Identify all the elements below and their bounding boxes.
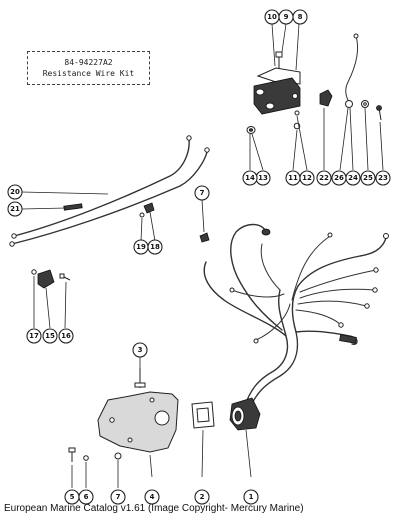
callout-10: 10 bbox=[264, 9, 280, 25]
leader-lines bbox=[21, 23, 384, 488]
callout-17: 17 bbox=[26, 328, 42, 344]
svg-text:22: 22 bbox=[319, 174, 329, 182]
svg-text:26: 26 bbox=[334, 174, 344, 182]
callout-19: 19 bbox=[133, 239, 149, 255]
callout-7-lower: 7 bbox=[110, 489, 126, 505]
svg-text:9: 9 bbox=[284, 13, 289, 21]
kit-part-number: 84-94227A2 bbox=[64, 58, 113, 67]
wiring-harness bbox=[203, 223, 389, 431]
callout-26: 26 bbox=[331, 170, 347, 186]
callout-23: 23 bbox=[375, 170, 391, 186]
svg-text:11: 11 bbox=[288, 174, 298, 182]
svg-text:2: 2 bbox=[200, 493, 205, 501]
svg-text:15: 15 bbox=[45, 332, 55, 340]
callout-15: 15 bbox=[42, 328, 58, 344]
svg-text:7: 7 bbox=[116, 493, 121, 501]
bracket-small-parts bbox=[31, 269, 71, 289]
solenoid-assembly bbox=[246, 51, 301, 134]
terminal-parts bbox=[319, 33, 382, 121]
svg-text:18: 18 bbox=[150, 243, 160, 251]
callout-12: 12 bbox=[299, 170, 315, 186]
svg-text:21: 21 bbox=[10, 205, 20, 213]
svg-text:5: 5 bbox=[70, 493, 75, 501]
svg-text:6: 6 bbox=[84, 493, 89, 501]
image-caption: European Marine Catalog v1.61 (Image Cop… bbox=[4, 503, 304, 514]
callout-25: 25 bbox=[360, 170, 376, 186]
callout-5: 5 bbox=[64, 489, 80, 505]
callout-6: 6 bbox=[78, 489, 94, 505]
svg-text:7: 7 bbox=[200, 189, 205, 197]
callout-1: 1 bbox=[243, 489, 259, 505]
svg-text:24: 24 bbox=[348, 174, 358, 182]
svg-text:13: 13 bbox=[258, 174, 268, 182]
callout-2: 2 bbox=[194, 489, 210, 505]
svg-text:20: 20 bbox=[10, 188, 20, 196]
callout-9: 9 bbox=[278, 9, 294, 25]
hardware-screws bbox=[68, 447, 122, 462]
svg-text:10: 10 bbox=[267, 13, 277, 21]
svg-text:17: 17 bbox=[29, 332, 39, 340]
clip-part bbox=[199, 232, 210, 243]
callout-13: 13 bbox=[255, 170, 271, 186]
svg-text:14: 14 bbox=[245, 174, 255, 182]
mounting-bracket bbox=[97, 368, 179, 453]
svg-text:1: 1 bbox=[249, 493, 254, 501]
callout-16: 16 bbox=[58, 328, 74, 344]
svg-text:8: 8 bbox=[298, 13, 303, 21]
callout-21: 21 bbox=[7, 201, 23, 217]
callout-8: 8 bbox=[292, 9, 308, 25]
svg-text:23: 23 bbox=[378, 174, 388, 182]
gasket bbox=[191, 401, 215, 429]
resistance-wire-kit-label: 84-94227A2 Resistance Wire Kit bbox=[27, 51, 150, 85]
callout-4: 4 bbox=[144, 489, 160, 505]
svg-text:16: 16 bbox=[61, 332, 71, 340]
callout-20: 20 bbox=[7, 184, 23, 200]
callout-18: 18 bbox=[147, 239, 163, 255]
svg-text:12: 12 bbox=[302, 174, 312, 182]
callout-24: 24 bbox=[345, 170, 361, 186]
svg-text:25: 25 bbox=[363, 174, 373, 182]
resistance-wire bbox=[9, 135, 210, 247]
callout-14: 14 bbox=[242, 170, 258, 186]
callout-22: 22 bbox=[316, 170, 332, 186]
callout-7-upper: 7 bbox=[194, 185, 210, 201]
callout-11: 11 bbox=[285, 170, 301, 186]
kit-description: Resistance Wire Kit bbox=[42, 69, 135, 78]
svg-text:19: 19 bbox=[136, 243, 146, 251]
svg-text:4: 4 bbox=[150, 493, 155, 501]
svg-text:3: 3 bbox=[138, 346, 143, 354]
callout-3: 3 bbox=[132, 342, 148, 358]
